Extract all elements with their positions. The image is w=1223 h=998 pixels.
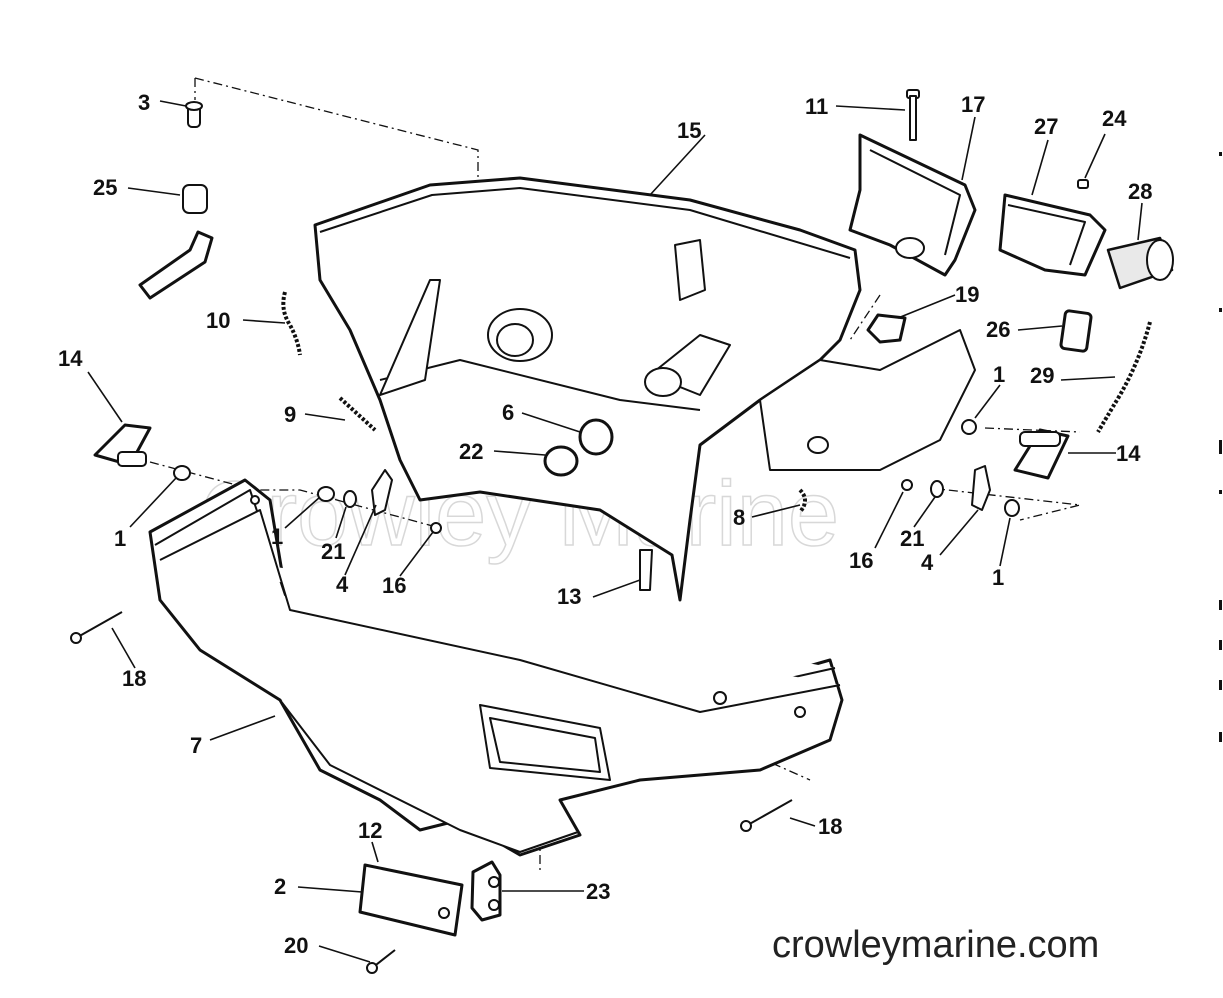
block-part-23 [470, 860, 502, 922]
clip-part-19 [866, 313, 907, 344]
bracket-part-17 [848, 133, 977, 277]
callout-11: 11 [805, 94, 828, 119]
callout-29: 29 [1030, 363, 1054, 388]
callout-27: 27 [1034, 114, 1058, 139]
callout-6: 6 [502, 400, 514, 425]
leader-lines [87, 100, 1143, 963]
callout-10: 10 [206, 308, 230, 333]
spring-part-9 [338, 396, 377, 432]
callout-25: 25 [93, 175, 117, 200]
small-hardware [173, 418, 1020, 591]
latch-part-14-right [1013, 428, 1070, 480]
callout-13: 13 [557, 584, 581, 609]
screw-part-20 [366, 949, 396, 974]
callout-21-left: 21 [321, 539, 345, 564]
callout-9: 9 [284, 402, 296, 427]
callout-22: 22 [459, 439, 483, 464]
screw-part-3 [185, 101, 203, 128]
grommet-part-25 [138, 184, 214, 300]
callout-labels: 3 25 10 14 9 1 15 11 17 27 24 28 19 26 1… [58, 90, 1152, 958]
callout-1-right-top: 1 [993, 362, 1005, 387]
edge-marks [1219, 152, 1222, 742]
callout-20: 20 [284, 933, 308, 958]
callout-21-right: 21 [900, 526, 924, 551]
callout-15: 15 [677, 118, 701, 143]
callout-28: 28 [1128, 179, 1152, 204]
callout-18-right: 18 [818, 814, 842, 839]
callout-16-right: 16 [849, 548, 873, 573]
site-url: crowleymarine.com [772, 924, 1099, 966]
callout-14-left: 14 [58, 346, 83, 371]
spring-part-8 [798, 488, 807, 514]
screw-part-24 [1077, 179, 1089, 189]
callout-7: 7 [190, 733, 202, 758]
boot-part-28 [1106, 236, 1174, 290]
callout-23: 23 [586, 879, 610, 904]
lower-pan-part-15 [313, 176, 976, 602]
gasket-part-26 [1059, 309, 1093, 353]
lower-cover-part-7 [148, 478, 844, 857]
callout-3: 3 [138, 90, 150, 115]
callout-1-left: 1 [114, 526, 126, 551]
plate-part-2 [358, 863, 464, 937]
callout-17: 17 [961, 92, 985, 117]
callout-4-right: 4 [921, 550, 934, 575]
callout-1-center: 1 [271, 524, 283, 549]
callout-16-left: 16 [382, 573, 406, 598]
callout-8: 8 [733, 505, 745, 530]
callout-19: 19 [955, 282, 979, 307]
spring-part-29 [1096, 321, 1152, 434]
latch-part-14-left [93, 423, 152, 467]
callout-24: 24 [1102, 106, 1127, 131]
cover-part-27 [998, 193, 1107, 277]
screw-part-18-right [740, 799, 793, 832]
callout-2: 2 [274, 874, 286, 899]
callout-18-left: 18 [122, 666, 146, 691]
callout-12: 12 [358, 818, 382, 843]
screw-part-18-left [70, 611, 123, 644]
callout-26: 26 [986, 317, 1010, 342]
bolt-part-11 [906, 89, 920, 141]
callout-14-right: 14 [1116, 441, 1141, 466]
callout-1-right-bottom: 1 [992, 565, 1004, 590]
callout-4-left: 4 [336, 572, 349, 597]
spring-part-10 [281, 291, 302, 356]
